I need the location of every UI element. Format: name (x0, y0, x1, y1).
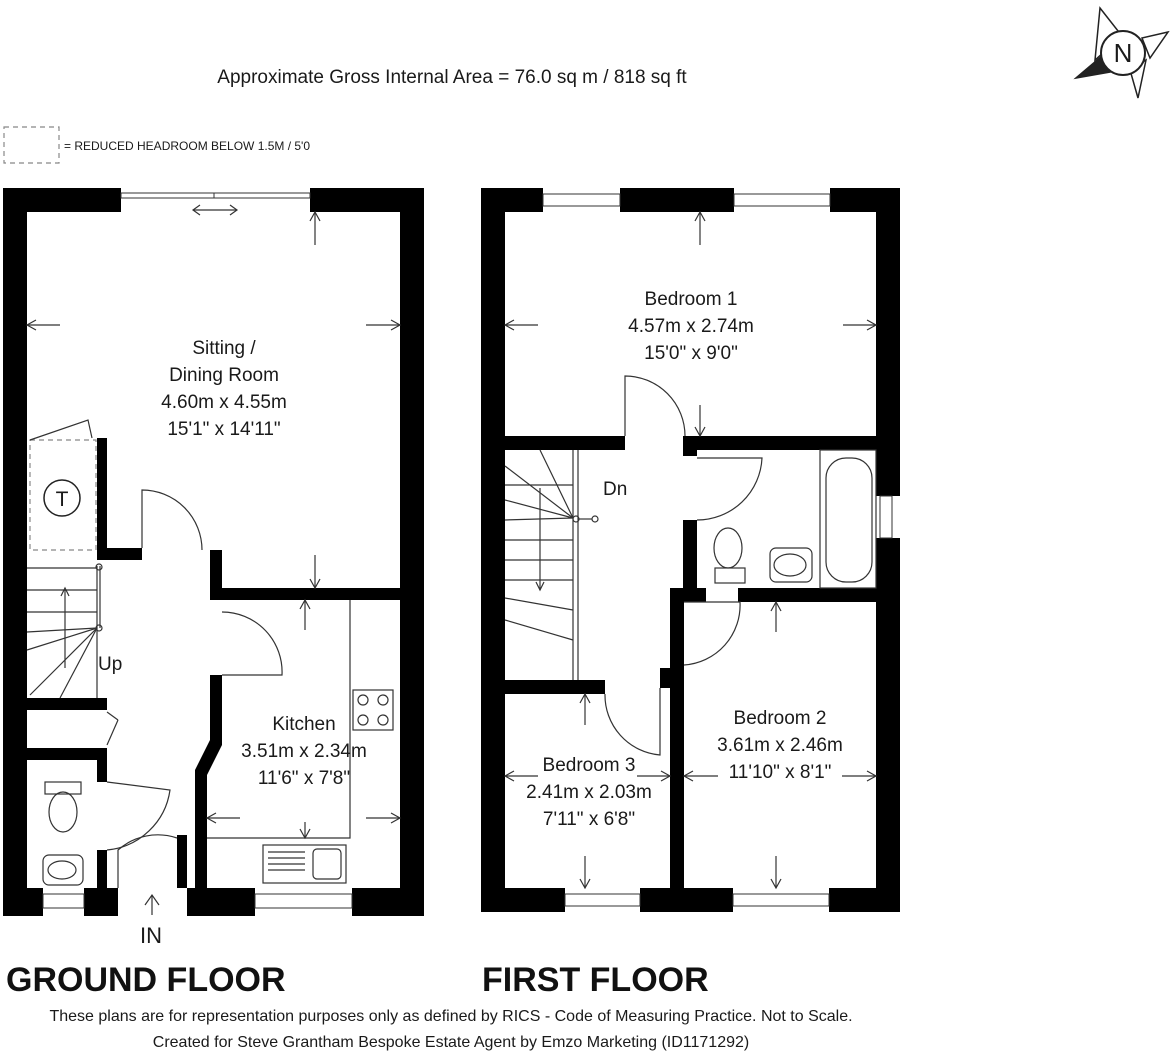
ground-floor-plan (3, 188, 424, 916)
gross-area-text: Approximate Gross Internal Area = 76.0 s… (217, 67, 687, 88)
first-floor-plan (481, 188, 900, 912)
kitchen-imperial: 11'6" x 7'8" (258, 768, 350, 789)
ground-floor-title: GROUND FLOOR (6, 961, 286, 999)
sitting-room-name-line2: Dining Room (169, 365, 279, 386)
hot-water-cylinder-icon: T (43, 479, 81, 517)
sitting-room-imperial: 15'1" x 14'11" (167, 419, 280, 440)
bedroom2-name: Bedroom 2 (734, 708, 827, 729)
reduced-headroom-legend-text: = REDUCED HEADROOM BELOW 1.5M / 5'0 (64, 139, 310, 153)
first-floor-title: FIRST FLOOR (482, 961, 709, 999)
bedroom1-imperial: 15'0" x 9'0" (644, 343, 738, 364)
bedroom1-name: Bedroom 1 (645, 289, 738, 310)
compass-icon: N (1073, 6, 1170, 99)
stairs-up-label: Up (98, 654, 122, 675)
bedroom3-imperial: 7'11" x 6'8" (543, 809, 635, 830)
sitting-room-name-line1: Sitting / (192, 338, 256, 359)
entrance-label: IN (140, 923, 162, 948)
bedroom1-metric: 4.57m x 2.74m (628, 316, 754, 337)
compass-north-label: N (1114, 38, 1133, 68)
sitting-room-metric: 4.60m x 4.55m (161, 392, 287, 413)
cylinder-label: T (56, 488, 69, 511)
ground-floor-fixtures (25, 204, 402, 915)
first-floor-fixtures (503, 210, 878, 890)
disclaimer-text: These plans are for representation purpo… (49, 1008, 852, 1025)
bedroom2-imperial: 11'10" x 8'1" (729, 762, 832, 783)
bedroom2-metric: 3.61m x 2.46m (717, 735, 843, 756)
bedroom3-name: Bedroom 3 (543, 755, 636, 776)
bedroom3-metric: 2.41m x 2.03m (526, 782, 652, 803)
reduced-headroom-legend-swatch (3, 126, 60, 164)
kitchen-name: Kitchen (272, 714, 335, 735)
credit-text: Created for Steve Grantham Bespoke Estat… (153, 1034, 749, 1051)
kitchen-metric: 3.51m x 2.34m (241, 741, 367, 762)
stairs-down-label: Dn (603, 479, 627, 500)
